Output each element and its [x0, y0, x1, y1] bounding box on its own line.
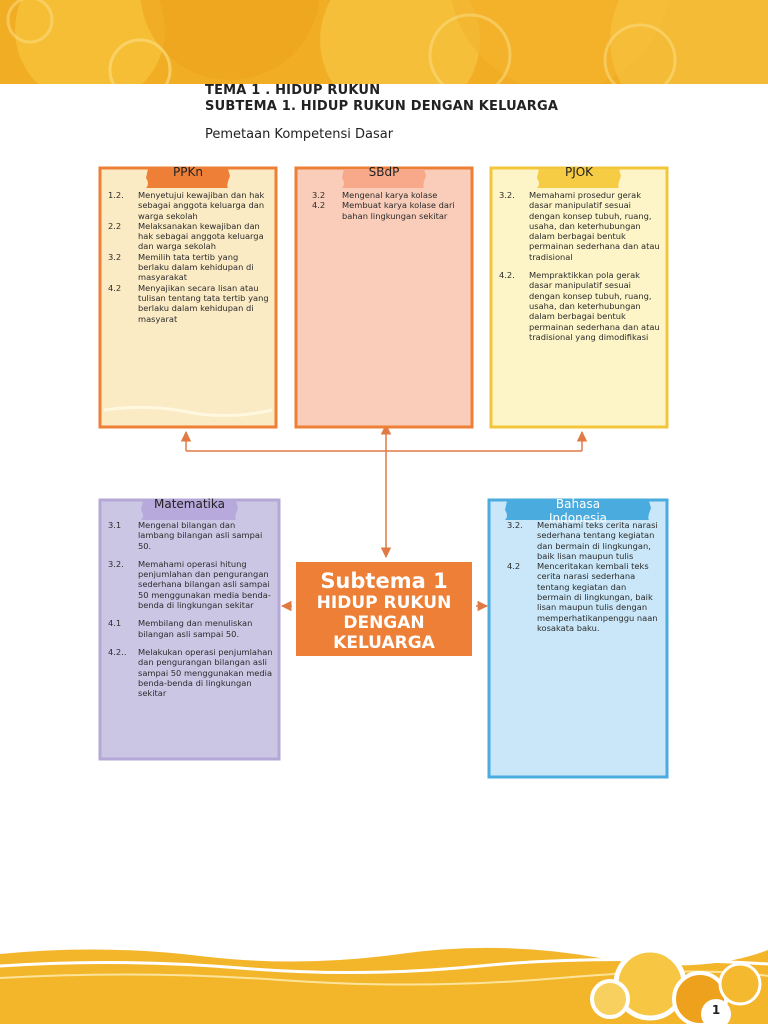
- header-decoration: [0, 0, 768, 84]
- competency-number: 3.2: [312, 190, 326, 200]
- card-frame: [487, 498, 669, 779]
- card-body: 3.2. Memahami teks cerita narasi sederhan…: [507, 520, 661, 633]
- card-matematika: Matematika 3.1 Mengenal bilangan dan lamb…: [98, 497, 281, 761]
- card-frame: [489, 166, 669, 429]
- competency-item: 1.2. Menyetujui kewajiban dan hak sebagai…: [108, 190, 270, 221]
- center-title: Subtema 1: [320, 569, 448, 593]
- competency-text: Memahami teks cerita narasi sederhana te…: [537, 520, 658, 561]
- competency-item: 4.2 Menyajikan secara lisan atau tulisan …: [108, 283, 270, 324]
- competency-number: 3.1: [108, 520, 122, 530]
- competency-text: Menyetujui kewajiban dan hak sebagai ang…: [138, 190, 265, 221]
- competency-text: Mengenal bilangan dan lambang bilangan a…: [138, 520, 263, 551]
- header-band: [0, 0, 768, 84]
- competency-number: 1.2.: [108, 190, 124, 200]
- competency-text: Menyajikan secara lisan atau tulisan ten…: [138, 282, 269, 324]
- center-line-4: KELUARGA: [333, 633, 435, 653]
- competency-text: Memilih tata tertib yang berlaku dalam k…: [138, 251, 254, 283]
- competency-text: Memahami prosedur gerak dasar manipulati…: [529, 190, 660, 262]
- card-label: SBdP: [368, 165, 400, 179]
- competency-text: Melaksanakan kewajiban dan hak sebagai a…: [138, 220, 264, 252]
- card-label: Matematika: [154, 497, 225, 511]
- competency-item: 3.2 Memilih tata tertib yang berlaku dala…: [108, 252, 270, 283]
- card-label: PJOK: [564, 165, 594, 179]
- card-label: Bahasa Indonesia: [548, 497, 608, 525]
- competency-text: Membilang dan menuliskan bilangan asli s…: [138, 618, 253, 639]
- tema-title: TEMA 1 . HIDUP RUKUN: [205, 83, 381, 98]
- competency-item: 4.2.. Melakukan operasi penjumlahan dan p…: [108, 647, 273, 698]
- competency-text: Mempraktikkan pola gerak dasar manipulat…: [529, 270, 660, 342]
- card-pjok: PJOK 3.2. Memahami prosedur gerak dasar m…: [489, 165, 669, 429]
- competency-text: Memahami operasi hitung penjumlahan dan …: [138, 558, 271, 611]
- competency-item: 3.1 Mengenal bilangan dan lambang bilanga…: [108, 520, 273, 551]
- center-line-2: HIDUP RUKUN: [316, 593, 452, 613]
- competency-text: Mengenal karya kolase: [342, 190, 438, 200]
- competency-item: 4.1 Membilang dan menuliskan bilangan asl…: [108, 618, 273, 639]
- competency-item: 3.2. Memahami operasi hitung penjumlahan …: [108, 559, 273, 610]
- competency-item: 4.2 Menceritakan kembali teks cerita nara…: [507, 561, 661, 633]
- card-body: 3.2 Mengenal karya kolase 4.2 Membuat karya…: [312, 190, 466, 221]
- competency-number: 4.2: [108, 282, 122, 293]
- competency-number: 4.2: [312, 200, 326, 211]
- competency-number: 3.2.: [499, 190, 515, 200]
- card-frame: [98, 498, 281, 761]
- subtema-center-box: Subtema 1 HIDUP RUKUN DENGAN KELUARGA: [296, 562, 472, 656]
- card-frame: [294, 166, 474, 429]
- competency-number: 3.2: [108, 251, 122, 262]
- competency-number: 4.2..: [108, 646, 127, 657]
- card-sbdp: SBdP 3.2 Mengenal karya kolase 4.2 Membuat …: [294, 165, 474, 429]
- center-line-3: DENGAN: [343, 613, 425, 633]
- competency-number: 3.2.: [507, 520, 523, 530]
- title-block: TEMA 1 . HIDUP RUKUN SUBTEMA 1. HIDUP RU…: [205, 83, 558, 143]
- competency-item: 4.2. Mempraktikkan pola gerak dasar manip…: [499, 270, 661, 342]
- card-frame: [98, 166, 278, 429]
- competency-item: 3.2. Memahami teks cerita narasi sederhan…: [507, 520, 661, 561]
- footer-band: [0, 944, 768, 1024]
- competency-number: 3.2.: [108, 558, 124, 569]
- card-ppkn: PPKn 1.2. Menyetujui kewajiban dan hak se…: [98, 165, 278, 429]
- section-title: Pemetaan Kompetensi Dasar: [205, 127, 394, 142]
- competency-number: 4.2: [507, 561, 521, 572]
- card-body: 1.2. Menyetujui kewajiban dan hak sebagai…: [108, 190, 270, 324]
- competency-item: 2.2 Melaksanakan kewajiban dan hak sebaga…: [108, 221, 270, 252]
- competency-number: 2.2: [108, 220, 122, 231]
- competency-item: 3.2 Mengenal karya kolase: [312, 190, 466, 200]
- card-label: PPKn: [173, 165, 203, 179]
- competency-item: 4.2 Membuat karya kolase dari bahan lingk…: [312, 200, 466, 221]
- competency-text: Menceritakan kembali teks cerita narasi …: [537, 561, 658, 633]
- competency-number: 4.2.: [499, 270, 515, 281]
- center-subtitle: HIDUP RUKUN DENGAN KELUARGA: [296, 593, 472, 653]
- competency-item: 3.2. Memahami prosedur gerak dasar manipu…: [499, 190, 661, 262]
- card-body: 3.2. Memahami prosedur gerak dasar manipu…: [499, 190, 661, 342]
- center-frame: [296, 562, 472, 656]
- footer-decoration: [0, 944, 768, 1024]
- page-number: 1: [711, 1003, 721, 1017]
- competency-text: Membuat karya kolase dari bahan lingkung…: [342, 200, 455, 221]
- subtema-title: SUBTEMA 1. HIDUP RUKUN DENGAN KELUARGA: [205, 99, 559, 114]
- card-body: 3.1 Mengenal bilangan dan lambang bilanga…: [108, 520, 273, 698]
- competency-number: 4.1: [108, 618, 122, 629]
- competency-text: Melakukan operasi penjumlahan dan pengur…: [138, 646, 273, 699]
- card-bahasa-indonesia: Bahasa Indonesia 3.2. Memahami teks cerit…: [487, 497, 669, 779]
